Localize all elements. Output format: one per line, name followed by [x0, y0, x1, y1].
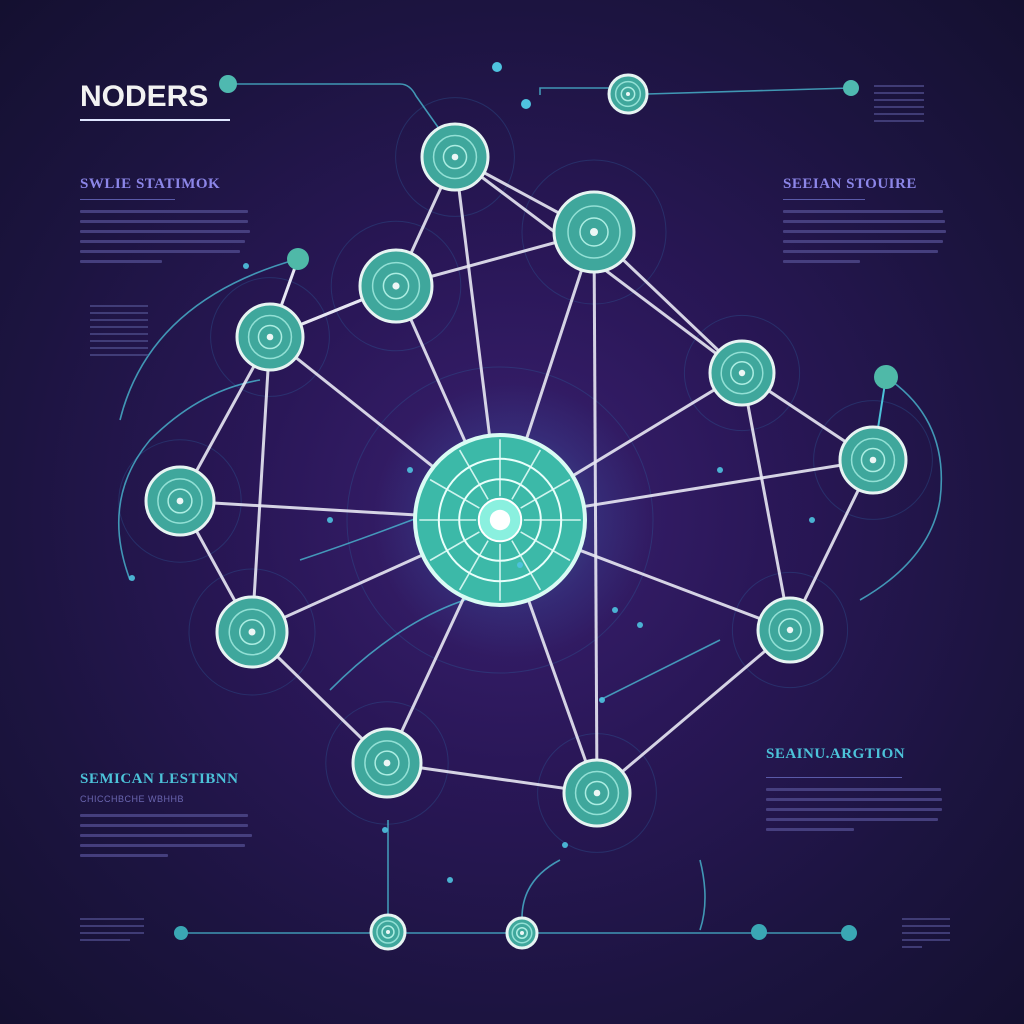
particle-dot — [382, 827, 388, 833]
panel-heading: SEEIAN STOUIRE — [783, 176, 917, 192]
satellite-node — [287, 248, 309, 270]
bus-node — [174, 926, 188, 940]
page-title: NODERS — [80, 80, 209, 113]
edge — [596, 628, 791, 795]
particle-dot — [517, 562, 523, 568]
bus-node — [843, 80, 859, 96]
panel-body-text — [766, 788, 946, 831]
accent-connector — [859, 376, 943, 601]
accent-connector — [117, 379, 261, 581]
bus-node — [219, 75, 237, 93]
edge — [250, 336, 272, 633]
orbit-ring — [683, 314, 801, 432]
particle-dot — [407, 467, 413, 473]
accent-connector — [521, 859, 561, 919]
particle-dot — [637, 622, 643, 628]
panel-subheading: CHICCHBCHE WBHHB — [80, 794, 185, 804]
edge — [592, 231, 599, 794]
orbit-ring — [731, 571, 849, 689]
decorative-lines-left — [90, 305, 148, 361]
particle-dot — [612, 607, 618, 613]
accent-connector — [228, 83, 441, 131]
particle-dot — [562, 842, 568, 848]
particle-dot — [809, 517, 815, 523]
particle-dot — [717, 467, 723, 473]
title-underline — [80, 119, 230, 121]
decorative-lines-bottom-left — [80, 918, 144, 946]
particle-dot — [243, 263, 249, 269]
orbit-ring — [325, 701, 449, 825]
orbit-ring — [813, 400, 933, 520]
satellite-node — [492, 62, 502, 72]
panel-top-right: SEEIAN STOUIRE — [783, 176, 948, 270]
orbit-ring — [188, 568, 316, 696]
panel-divider — [783, 199, 865, 200]
panel-body-text — [80, 210, 250, 263]
panel-body-text — [783, 210, 948, 263]
bus-node — [751, 924, 767, 940]
panel-heading: SEMICAN LESTIBNN — [80, 771, 239, 787]
edge — [740, 372, 792, 631]
panel-heading: SWLIE STATIMOK — [80, 176, 221, 192]
orbit-ring — [330, 220, 462, 352]
hub-core — [489, 509, 511, 531]
orbit-ring — [395, 97, 515, 217]
bus-node — [841, 925, 857, 941]
particle-dot — [129, 575, 135, 581]
panel-top-left: SWLIE STATIMOK — [80, 176, 250, 270]
satellite-node — [874, 365, 898, 389]
panel-divider — [766, 777, 902, 778]
accent-connector — [539, 87, 610, 95]
particle-dot — [327, 517, 333, 523]
decorative-lines-top-right — [874, 85, 924, 127]
accent-connector — [119, 258, 299, 421]
particle-dot — [447, 877, 453, 883]
satellite-node — [521, 99, 531, 109]
accent-connector — [646, 87, 852, 95]
panel-bottom-left: SEMICAN LESTIBNN CHICCHBCHE WBHHB — [80, 771, 255, 864]
orbit-ring — [210, 277, 330, 397]
panel-body-text — [80, 814, 255, 857]
orbit-ring — [118, 439, 242, 563]
accent-connector — [599, 639, 721, 701]
panel-heading: SEAINU.ARGTION — [766, 746, 906, 762]
panel-divider — [80, 199, 175, 200]
particle-dot — [599, 697, 605, 703]
orbit-ring — [346, 366, 654, 674]
panel-bottom-right: SEAINU.ARGTION — [766, 746, 946, 838]
accent-connector — [699, 859, 706, 931]
decorative-lines-bottom-right — [902, 918, 950, 953]
